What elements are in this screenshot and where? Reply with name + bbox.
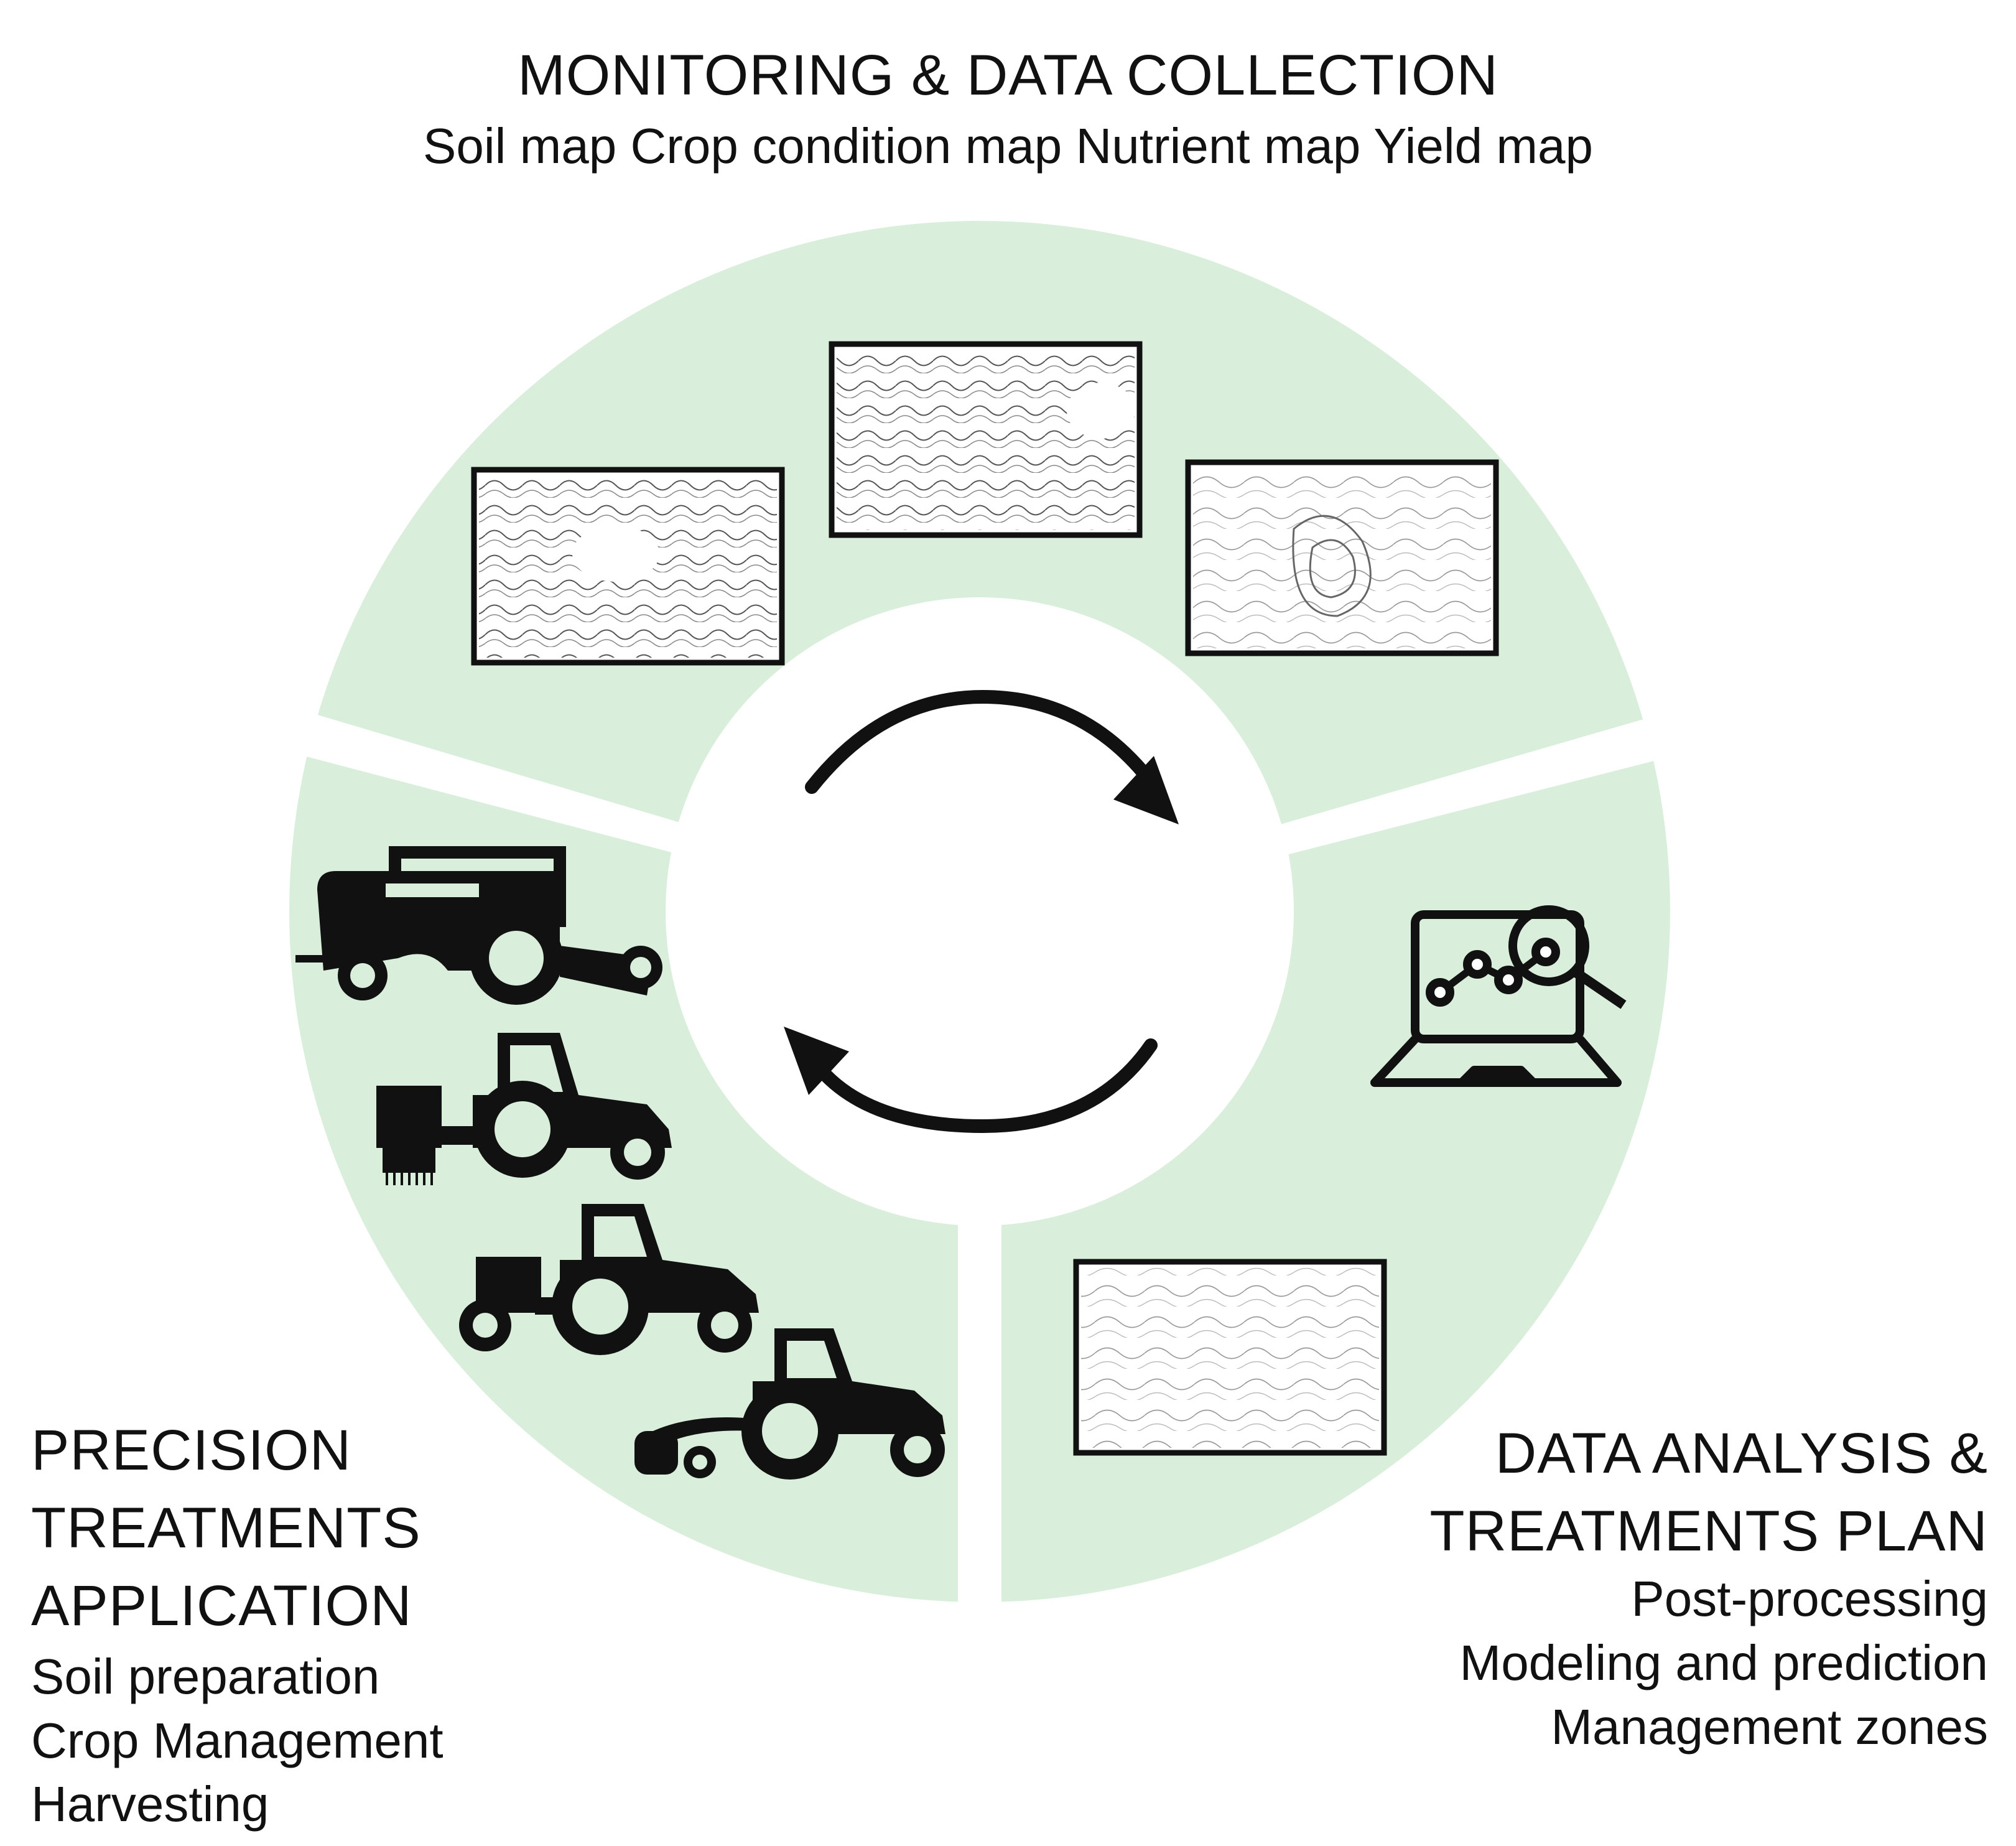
application-title-line-1: PRECISION <box>31 1419 352 1482</box>
crop-condition-map-icon <box>829 341 1143 538</box>
analysis-item-post-processing: Post-processing <box>1631 1571 1988 1626</box>
yield-map-icon <box>1185 459 1499 656</box>
analysis-item-management-zones: Management zones <box>1551 1699 1988 1755</box>
combine-harvester-icon <box>295 846 662 1005</box>
cycle-arrow-icon <box>805 689 1158 1134</box>
management-zones-map-icon <box>1073 1259 1387 1456</box>
analysis-title-line-2: TREATMENTS PLAN <box>1429 1499 1988 1563</box>
monitoring-items: Soil map Crop condition map Nutrient map… <box>423 118 1593 174</box>
soil-map-icon <box>471 467 785 666</box>
analysis-item-modeling: Modeling and prediction <box>1459 1635 1988 1690</box>
application-item-harvesting: Harvesting <box>31 1776 269 1832</box>
application-title-line-2: TREATMENTS <box>31 1496 421 1560</box>
tractor-seeder-icon <box>376 1033 672 1185</box>
application-title-line-3: APPLICATION <box>31 1574 412 1638</box>
laptop-analytics-icon <box>1370 905 1627 1087</box>
tractor-trailer-icon <box>459 1204 759 1355</box>
application-item-soil-preparation: Soil preparation <box>31 1649 380 1704</box>
analysis-title-line-1: DATA ANALYSIS & <box>1495 1422 1988 1485</box>
cycle-arrowheads <box>784 756 1179 1095</box>
tractor-cultivator-icon <box>634 1328 945 1480</box>
monitoring-title: MONITORING & DATA COLLECTION <box>518 44 1498 107</box>
application-item-crop-management: Crop Management <box>31 1713 444 1768</box>
